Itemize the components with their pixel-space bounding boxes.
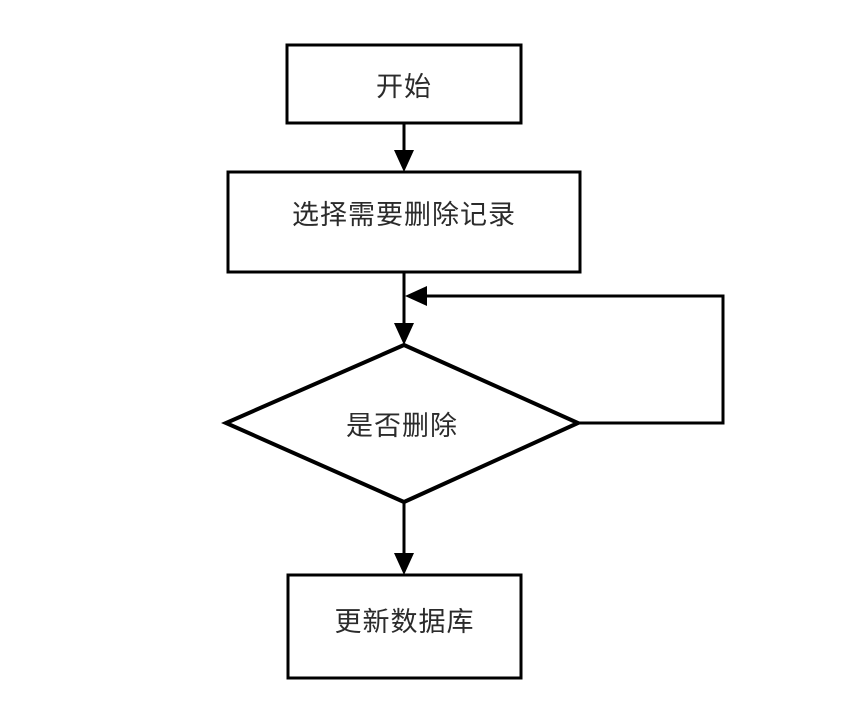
node-start-shape[interactable] (285, 43, 523, 125)
node-delete-decision-shape[interactable] (221, 342, 583, 505)
node-select-records-shape[interactable] (226, 170, 582, 274)
edge-decision-loopback (405, 286, 725, 425)
node-update-database-shape[interactable] (286, 573, 523, 680)
edge-start-to-select (394, 123, 414, 172)
edge-decision-to-update (394, 502, 414, 575)
edge-select-to-decision (394, 272, 414, 345)
